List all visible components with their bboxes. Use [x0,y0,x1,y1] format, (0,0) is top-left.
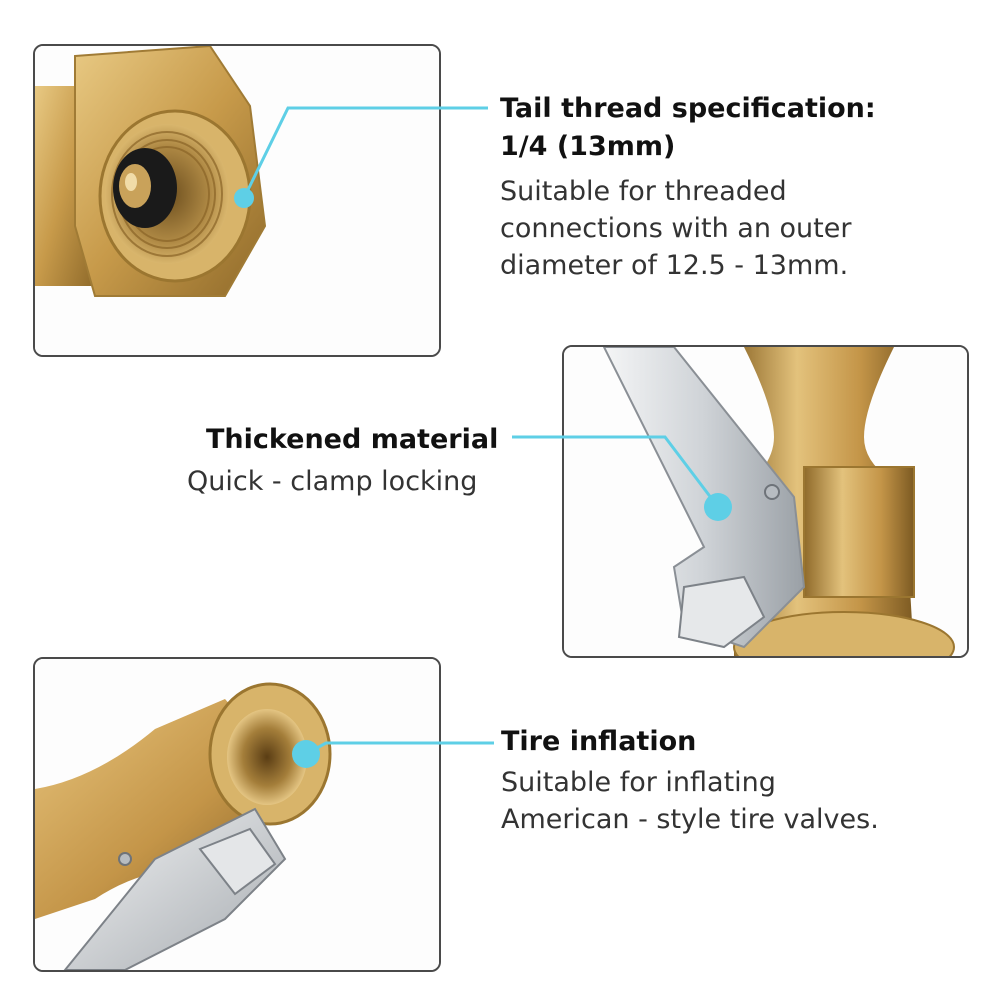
callout-title-line: Tail thread specification: [500,93,876,124]
inflation-nozzle-photo [35,659,439,970]
clamp-lever-photo [564,347,967,656]
photo-panel-inflation-nozzle [33,657,441,972]
callout-desc-line: Suitable for threaded [500,176,787,207]
callout-desc-line: diameter of 12.5 - 13mm. [500,250,849,281]
photo-panel-thread-end [33,44,441,357]
callout-desc-line: Suitable for inflating [501,767,776,798]
callout-title-line: Tire inflation [501,726,697,757]
callout-title-line: Thickened material [206,424,499,455]
callout-title-line: 1/4 (13mm) [500,131,676,162]
brass-threaded-end-photo [35,46,439,355]
callout-desc-line: American - style tire valves. [501,804,879,835]
callout-desc-line: connections with an outer [500,213,852,244]
callout-desc-line: Quick - clamp locking [187,466,478,497]
photo-panel-clamp-lever [562,345,969,658]
